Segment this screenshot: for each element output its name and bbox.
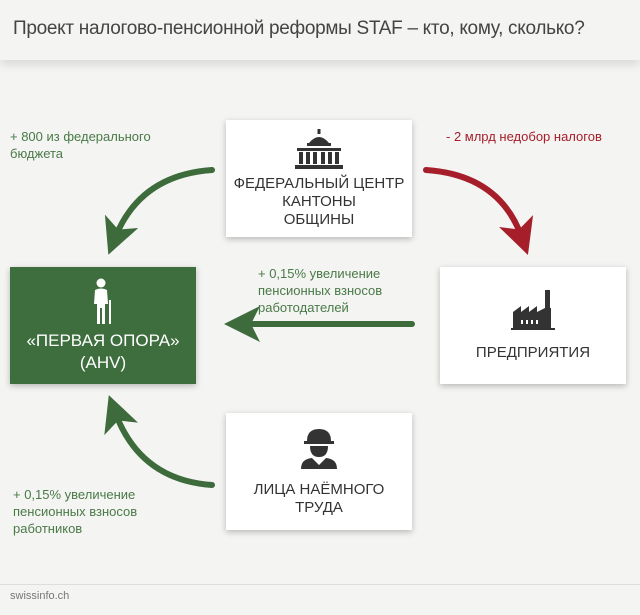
flow-label-federal-to-enterprises: - 2 млрд недобор налогов <box>446 128 602 145</box>
node-ahv-line-1: «ПЕРВАЯ ОПОРА» <box>26 330 180 350</box>
node-workers-line-1: ЛИЦА НАЁМНОГО <box>253 480 385 498</box>
flow-label-line: пенсионных взносов <box>13 504 138 519</box>
worker-helmet-icon <box>301 428 337 469</box>
flow-label-line: - 2 млрд недобор налогов <box>446 129 602 144</box>
node-ahv-line-2: (AHV) <box>79 352 127 372</box>
node-federal-line-2: КАНТОНЫ <box>282 192 356 210</box>
node-enterprises-line-1: ПРЕДПРИЯТИЯ <box>475 343 591 361</box>
arrow-workers-to-ahv <box>104 395 215 488</box>
page-title: Проект налогово-пенсионной реформы STAF … <box>13 18 585 39</box>
node-federal: ФЕДЕРАЛЬНЫЙ ЦЕНТР КАНТОНЫ ОБЩИНЫ <box>226 120 412 237</box>
flow-label-line: работодателей <box>258 300 349 315</box>
factory-icon <box>511 289 555 330</box>
flow-label-workers-to-ahv: + 0,15% увеличение пенсионных взносов ра… <box>13 486 137 537</box>
flow-label-federal-to-ahv: + 800 из федерального бюджета <box>10 128 151 162</box>
flow-label-line: + 800 из федерального <box>10 129 151 144</box>
arrow-federal-to-enterprises <box>423 167 534 255</box>
arrow-federal-to-ahv <box>104 167 215 255</box>
flow-label-line: бюджета <box>10 146 64 161</box>
flow-label-line: пенсионных взносов <box>258 283 383 298</box>
elderly-person-icon <box>94 278 111 324</box>
capitol-building-icon <box>295 128 343 169</box>
node-workers: ЛИЦА НАЁМНОГО ТРУДА <box>226 413 412 530</box>
flow-label-line: + 0,15% увеличение <box>258 266 381 281</box>
node-federal-line-3: ОБЩИНЫ <box>283 210 355 228</box>
node-ahv: «ПЕРВАЯ ОПОРА» (AHV) <box>10 267 196 384</box>
flow-label-line: работников <box>13 521 83 536</box>
node-enterprises: ПРЕДПРИЯТИЯ <box>440 267 626 384</box>
flow-label-enterprises-to-ahv: + 0,15% увеличение пенсионных взносов ра… <box>258 265 382 316</box>
header: Проект налогово-пенсионной реформы STAF … <box>0 0 640 60</box>
flow-label-line: + 0,15% увеличение <box>13 487 136 502</box>
node-federal-line-1: ФЕДЕРАЛЬНЫЙ ЦЕНТР <box>233 174 405 192</box>
node-workers-line-2: ТРУДА <box>295 498 343 516</box>
footer-divider <box>0 584 640 585</box>
source-credit: swissinfo.ch <box>10 590 70 602</box>
